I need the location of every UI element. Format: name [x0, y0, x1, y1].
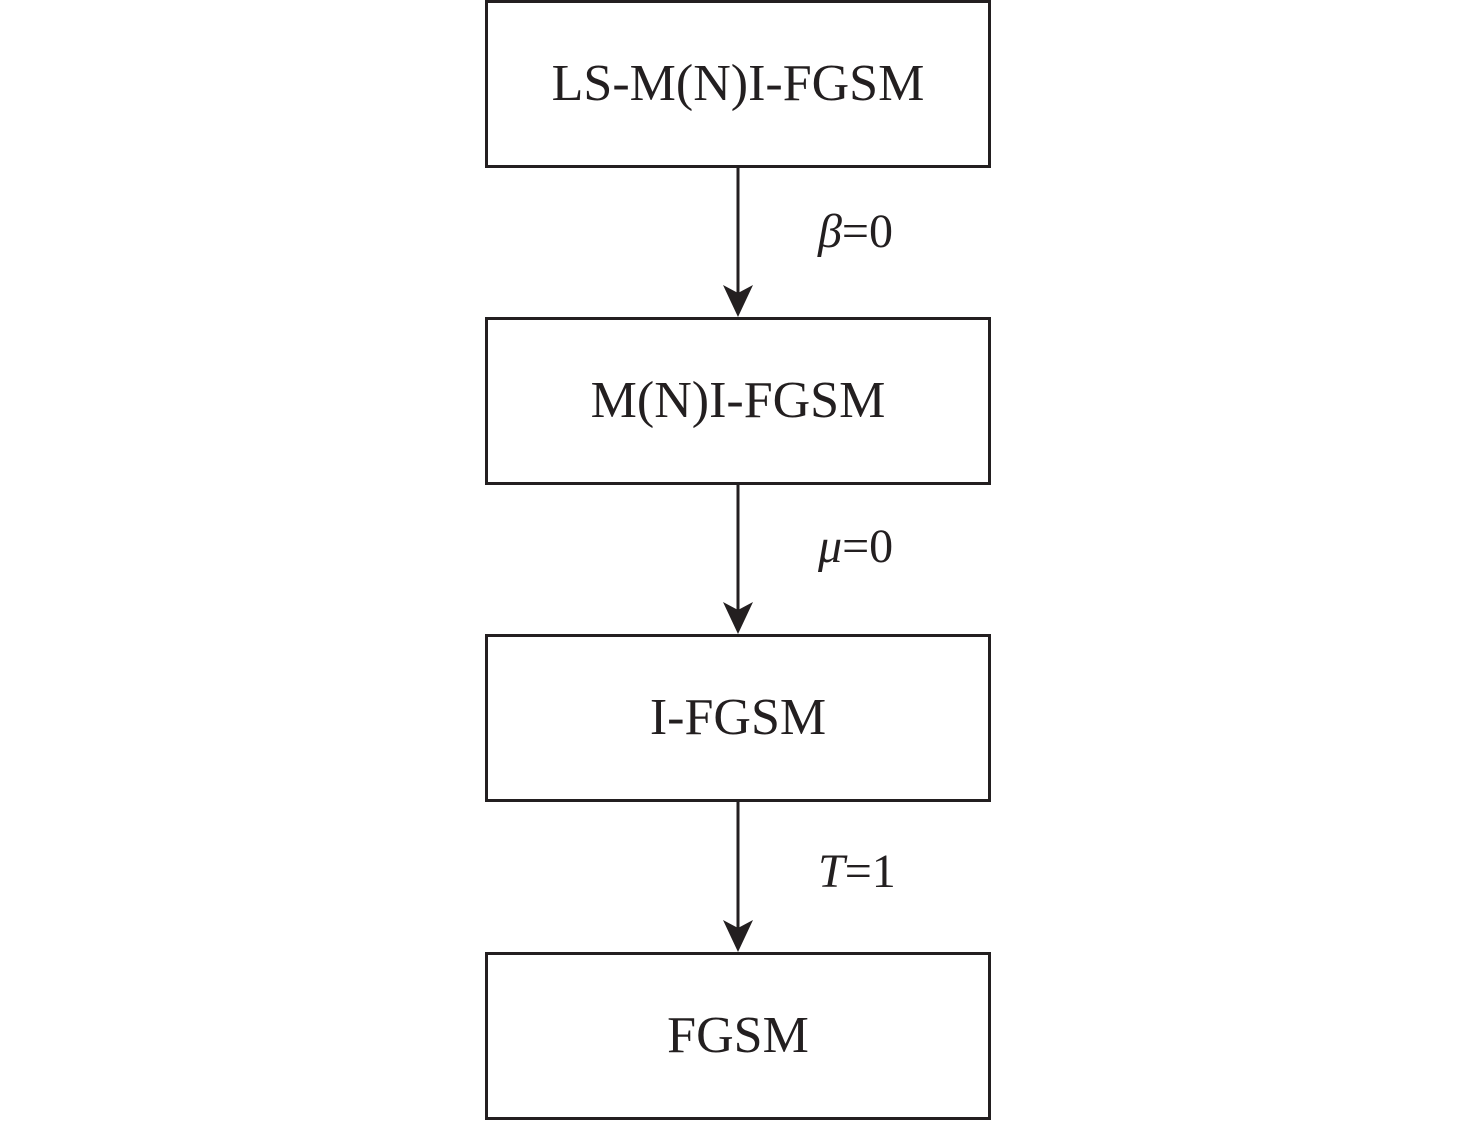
- arrow-1: [723, 168, 753, 317]
- node-label: LS-M(N)I-FGSM: [551, 55, 925, 112]
- node-i-fgsm: I-FGSM: [485, 634, 991, 802]
- node-mni-fgsm: M(N)I-FGSM: [485, 317, 991, 485]
- edge-value: =0: [841, 205, 893, 258]
- edge-variable: μ: [818, 520, 843, 573]
- node-label: FGSM: [667, 1007, 809, 1064]
- node-label: M(N)I-FGSM: [590, 372, 886, 429]
- node-ls-mni-fgsm: LS-M(N)I-FGSM: [485, 0, 991, 168]
- arrow-head-icon: [723, 920, 753, 952]
- edge-variable: β: [818, 205, 842, 258]
- edge-label-mu: μ=0: [818, 523, 893, 571]
- arrow-head-icon: [723, 285, 753, 317]
- arrow-head-icon: [723, 602, 753, 634]
- node-fgsm: FGSM: [485, 952, 991, 1120]
- arrow-2: [723, 485, 753, 634]
- edge-value: =0: [842, 520, 894, 573]
- edge-label-beta: β=0: [818, 208, 893, 256]
- edge-variable: T: [818, 845, 845, 898]
- node-label: I-FGSM: [649, 689, 827, 746]
- arrow-3: [723, 802, 753, 952]
- edge-value: =1: [844, 845, 896, 898]
- edge-label-t: T=1: [818, 848, 896, 896]
